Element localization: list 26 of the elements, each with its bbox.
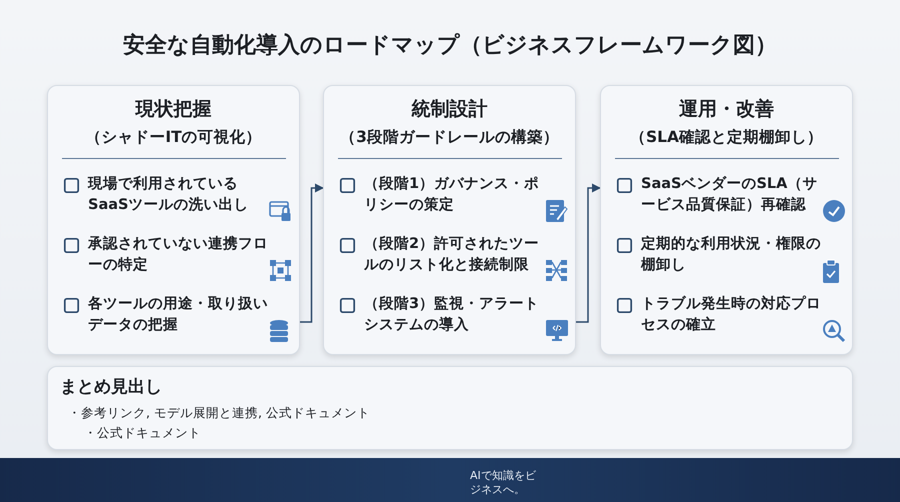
arrow xyxy=(300,184,324,323)
checklist-item: （段階1）ガバナンス・ポリシーの策定 xyxy=(364,174,540,215)
panel-heading: 統制設計 xyxy=(410,97,488,122)
phase-panel xyxy=(323,85,576,355)
panel-subheading: （3段階ガードレールの構築） xyxy=(339,127,560,148)
checklist-item: トラブル発生時の対応プロセスの確立 xyxy=(641,294,822,335)
checklist-item: 現場で利用されているSaaSツールの洗い出し xyxy=(88,174,250,215)
checklist-item: 各ツールの用途・取り扱いデータの把握 xyxy=(88,295,269,335)
phase-panel xyxy=(47,85,300,355)
panel-subheading: （シャドーITの可視化） xyxy=(84,127,263,148)
summary-panel xyxy=(47,366,853,450)
reference-line: ・参考リンク, モデル展開と連携, 公式ドキュメント xyxy=(68,405,370,422)
arrow xyxy=(576,184,601,323)
checklist-item: SaaSベンダーのSLA（サービス品質保証）再確認 xyxy=(641,175,818,215)
panel-subheading: （SLA確認と定期棚卸し） xyxy=(628,127,824,148)
panel-heading: 現状把握 xyxy=(134,97,212,122)
reference-line: ・公式ドキュメント xyxy=(84,425,201,442)
checklist-item: （段階3）監視・アラートシステムの導入 xyxy=(364,294,540,335)
checklist-item: 承認されていない連携フローの特定 xyxy=(88,234,269,275)
summary-heading: まとめ見出し xyxy=(60,376,162,398)
tagline: AIで知識をビジネスへ。 xyxy=(470,469,537,497)
title: 安全な自動化導入のロードマップ（ビジネスフレームワーク図） xyxy=(122,32,778,60)
panel-heading: 運用・改善 xyxy=(678,97,775,122)
phase-panel xyxy=(600,85,853,355)
checklist-item: （段階2）許可されたツールのリスト化と接続制限 xyxy=(364,234,540,275)
checklist-item: 定期的な利用状況・権限の棚卸し xyxy=(641,234,822,275)
